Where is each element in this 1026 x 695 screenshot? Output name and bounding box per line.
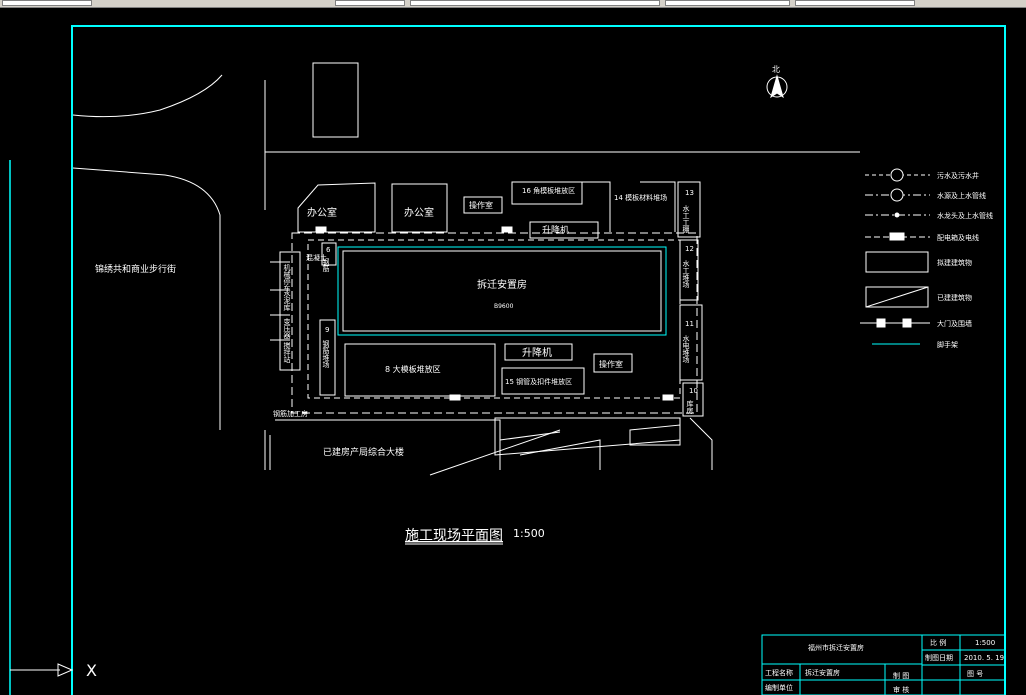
layer-dropdown[interactable]	[2, 0, 92, 6]
legend-water: 水源及上水管线	[937, 191, 986, 200]
main-building-label: 拆迁安置房	[477, 278, 527, 291]
scaffold	[337, 246, 667, 336]
gate-label: 钢筋加工房	[273, 409, 308, 418]
hoist-top	[529, 221, 599, 239]
drawing-title: 施工现场平面图	[405, 528, 503, 544]
zone-13-name: 水工工棚	[682, 204, 690, 234]
lineweight-dropdown[interactable]	[665, 0, 790, 6]
office-2	[391, 183, 448, 233]
legend-sewage: 污水及污水井	[937, 171, 979, 180]
operation-room-bottom-label: 操作室	[599, 359, 623, 369]
operation-room-bottom	[593, 353, 633, 373]
north-arrow	[770, 74, 784, 99]
tb-sheet-label: 图 号	[967, 670, 983, 678]
building-top	[312, 62, 359, 138]
zone-8	[344, 343, 496, 397]
existing-building-label: 已建房产局综合大楼	[323, 446, 404, 458]
title-block: 福州市拆迁安置房 比 例 1:500 制图日期 2010. 5. 19 图 号 …	[761, 634, 1006, 695]
operation-room-top	[463, 196, 503, 214]
zone-10	[682, 382, 704, 417]
tb-review-label: 审 核	[893, 685, 909, 694]
ucs-x-label: X	[86, 661, 97, 680]
zone-11-name: 水电堆场	[682, 334, 690, 364]
legend-scaffold: 脚手架	[937, 340, 958, 349]
legend-hydrant: 水龙头及上水管线	[937, 211, 993, 220]
street-label: 锦绣共和商业步行街	[95, 263, 176, 275]
zone-12-name: 水工堆场	[682, 259, 690, 289]
legend: 污水及污水井 水源及上水管线 水龙头及上水管线 配电箱及电线 拟建建筑物 已建建…	[860, 168, 993, 349]
zone-6	[321, 242, 337, 266]
tb-project-full: 福州市拆迁安置房	[808, 643, 864, 652]
hoist-bottom	[504, 343, 573, 361]
plotstyle-dropdown[interactable]	[795, 0, 915, 6]
drawing-canvas[interactable]: 办公室 办公室 锦绣共和商业步行街 16 角模板堆放区 操作室 升降机 14 模…	[0, 7, 1026, 695]
office-1-label: 办公室	[307, 206, 337, 219]
existing-block-2	[629, 424, 681, 446]
zone-15-label: 15 钢管及扣件堆放区	[505, 377, 572, 386]
tb-date-label: 制图日期	[925, 653, 953, 662]
linetype-dropdown[interactable]	[410, 0, 660, 6]
diagonal-road	[429, 429, 561, 476]
legend-gate: 大门及围墙	[937, 319, 972, 328]
zone-13	[677, 181, 701, 238]
drawing-scale: 1:500	[513, 527, 545, 540]
zone-15	[501, 367, 585, 395]
operation-room-top-label: 操作室	[469, 200, 493, 210]
left-facilities	[279, 251, 301, 371]
zone-6-label: 6	[326, 246, 331, 254]
tb-project-value: 拆迁安置房	[805, 668, 840, 677]
site-labels: 办公室 办公室 锦绣共和商业步行街 16 角模板堆放区 操作室 升降机 14 模…	[95, 65, 780, 458]
zone-10-label: 10	[689, 387, 698, 395]
hoist-top-label: 升降机	[542, 224, 569, 236]
water-line	[307, 239, 681, 399]
dimension-label: B9600	[494, 303, 514, 310]
zone-9-name: 钢筋堆场	[322, 339, 330, 369]
site-fence	[291, 232, 698, 414]
legend-power: 配电箱及电线	[937, 233, 979, 242]
hoist-bottom-label: 升降机	[522, 346, 552, 359]
left-dividers	[270, 261, 290, 341]
main-building	[342, 250, 662, 332]
office-2-label: 办公室	[404, 206, 434, 219]
tb-scale-label: 比 例	[930, 638, 946, 647]
tb-unit-label: 编制单位	[765, 683, 793, 692]
left-zone-2: 水泥库	[283, 289, 291, 312]
zone-8-label: 8 大模板堆放区	[385, 364, 441, 374]
left-zone-1: 机械停车	[283, 263, 291, 293]
material-area-14	[580, 181, 676, 232]
vertical-labels: 水工工棚 水工堆场 水电堆场 库房 钢筋堆场 钢筋 机械停车 水泥库 变压器 搅…	[283, 204, 694, 415]
left-zone-4: 搅拌站	[283, 341, 291, 364]
north-label: 北	[772, 65, 780, 74]
road-curve-left	[72, 167, 221, 430]
left-zone-3: 变压器	[283, 317, 291, 340]
zone-6-name: 钢筋	[322, 257, 330, 273]
zone-13-label: 13	[685, 189, 694, 197]
office-1	[297, 182, 376, 233]
drawing-frame	[71, 25, 1006, 695]
road-curve-top	[72, 74, 223, 118]
cad-toolbar	[0, 0, 1026, 8]
tb-date-value: 2010. 5. 19	[964, 654, 1004, 662]
existing-building	[264, 419, 501, 470]
steel-area-16	[511, 181, 583, 205]
zone-12-label: 12	[685, 245, 694, 253]
zone-10-name: 库房	[686, 399, 694, 415]
zone-14-label: 14 模板材料堆场	[614, 193, 667, 202]
zone-16-label: 16 角模板堆放区	[522, 186, 575, 195]
color-dropdown[interactable]	[335, 0, 405, 6]
tb-project-label: 工程名称	[765, 668, 793, 677]
ucs-icon: X	[10, 661, 97, 680]
existing-corner	[689, 417, 713, 470]
legend-planned: 拟建建筑物	[937, 258, 972, 267]
tb-scale-value: 1:500	[975, 639, 995, 647]
legend-existing: 已建建筑物	[937, 293, 972, 302]
zone-11-label: 11	[685, 320, 694, 328]
zone-9-label: 9	[325, 326, 329, 334]
tb-drawn-label: 制 图	[893, 671, 909, 680]
site-plan	[72, 62, 860, 476]
left-top-label: 混凝土	[306, 253, 327, 262]
zone-9	[319, 319, 336, 396]
